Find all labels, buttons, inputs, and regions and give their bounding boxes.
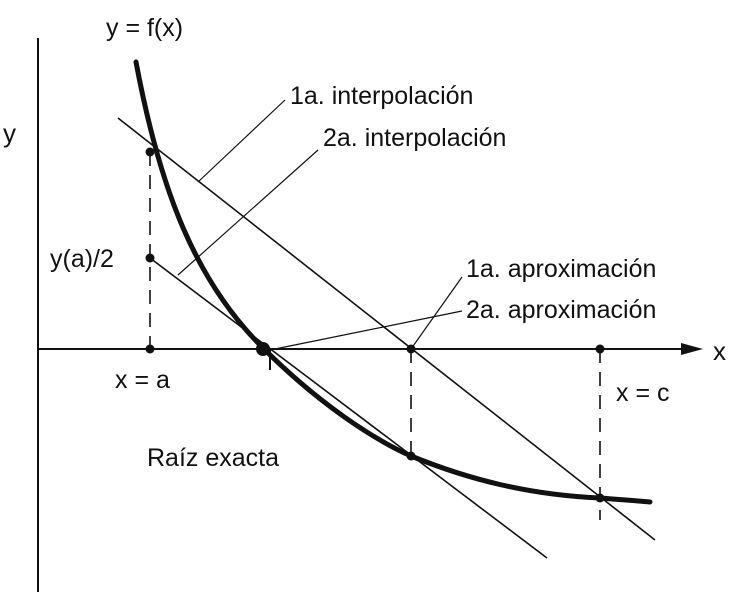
approx2-label: 2a. aproximación	[466, 296, 656, 324]
point-curve-at-approximation	[406, 451, 416, 461]
point-root	[256, 342, 270, 356]
point-f-a	[145, 147, 155, 157]
first-interpolation-line	[117, 117, 656, 541]
approx2-leader-line	[269, 310, 463, 351]
point-half-ya	[145, 253, 155, 263]
x-a-label: x = a	[115, 366, 170, 394]
x-c-label: x = c	[616, 379, 670, 407]
half-ya-label: y(a)/2	[50, 245, 114, 273]
approx1-leader-line	[410, 276, 463, 350]
function-label: y = f(x)	[106, 14, 183, 42]
root-label: Raíz exacta	[147, 444, 279, 472]
point-first-approximation	[406, 344, 416, 354]
point-x-a	[145, 344, 155, 354]
interp2-label: 2a. interpolación	[323, 124, 506, 152]
x-axis-label: x	[713, 336, 726, 366]
interp1-label: 1a. interpolación	[290, 82, 473, 110]
point-f-c	[595, 493, 605, 503]
approx1-label: 1a. aproximación	[466, 255, 656, 283]
y-axis-label: y	[3, 118, 16, 148]
second-interpolation-line	[149, 257, 548, 559]
interp1-leader-line	[197, 99, 286, 183]
point-x-c	[595, 344, 605, 354]
interp2-leader-line	[177, 149, 319, 276]
x-axis-arrowhead	[681, 343, 703, 355]
